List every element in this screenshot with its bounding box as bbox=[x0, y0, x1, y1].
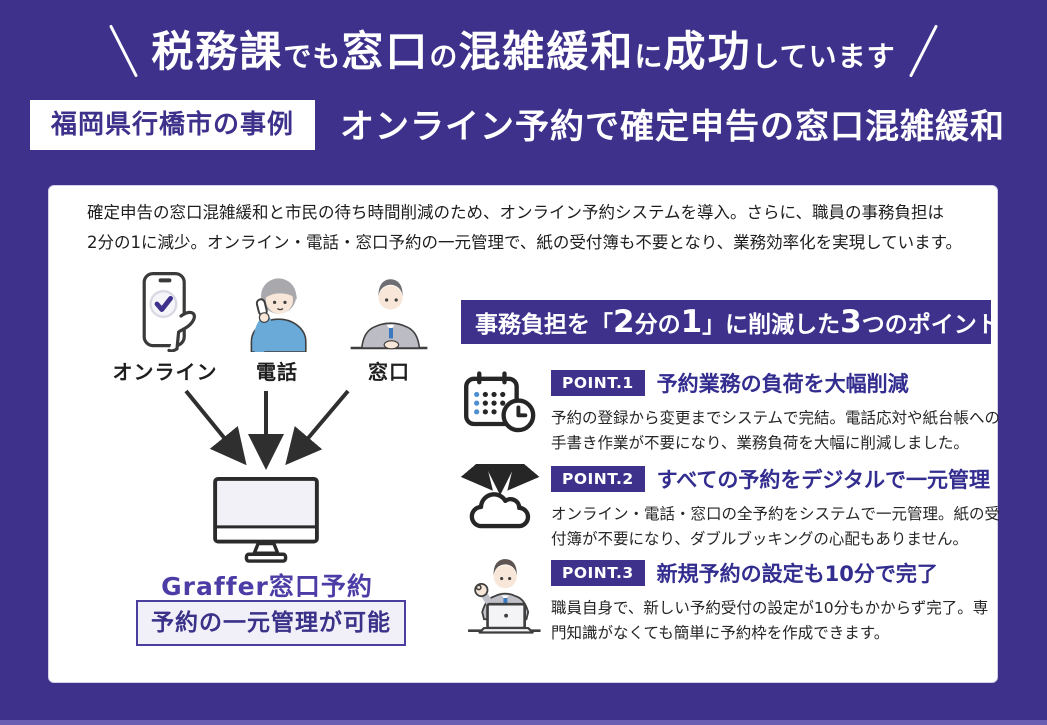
title-segment: 税務課 bbox=[151, 27, 284, 76]
case-badge: 福岡県行橋市の事例 bbox=[30, 100, 315, 150]
monitor-icon bbox=[213, 476, 319, 563]
subtitle: オンライン予約で確定申告の窓口混雑緩和 bbox=[340, 107, 1005, 147]
point-item-3: POINT.3 新規予約の設定も10分で完了 職員自身で、新しい予約受付の設定が… bbox=[461, 558, 1003, 646]
title-segment: 混雑緩和 bbox=[458, 27, 635, 76]
channel-online: オンライン bbox=[109, 272, 221, 385]
point-badge: POINT.3 bbox=[551, 560, 645, 586]
intro-line: 2分の1に減少。オンライン・電話・窓口予約の一元管理で、紙の受付簿も不要となり、… bbox=[87, 233, 963, 252]
point-description: 職員自身で、新しい予約受付の設定が10分もかからず完了。専門知識がなくても簡単に… bbox=[551, 599, 989, 642]
title-segment: 窓口 bbox=[341, 27, 430, 76]
point-icon-wrap bbox=[460, 456, 545, 540]
points-header-segment: 」に削減した bbox=[702, 312, 841, 338]
title-segment: の bbox=[429, 40, 459, 73]
point-title: 新規予約の設定も10分で完了 bbox=[656, 562, 938, 586]
phone-caller-icon bbox=[250, 278, 307, 352]
cloud-collect-icon bbox=[460, 456, 540, 529]
point-item-1: POINT.1 予約業務の負荷を大幅削減 予約の登録から変更までシステムで完結。… bbox=[461, 368, 1003, 456]
bottom-strip bbox=[0, 720, 1047, 725]
point-icon-wrap bbox=[461, 368, 545, 444]
result-box: 予約の一元管理が可能 bbox=[136, 600, 406, 646]
points-header-segment: 分の bbox=[634, 312, 681, 338]
reservation-channels: オンライン 電話 bbox=[109, 272, 445, 385]
point-body: POINT.2 すべての予約をデジタルで一元管理 オンライン・電話・窓口の全予約… bbox=[551, 464, 1003, 552]
right-slash-mark bbox=[908, 24, 938, 78]
point-title: すべての予約をデジタルで一元管理 bbox=[656, 468, 990, 492]
product-label: Graffer窓口予約 bbox=[161, 572, 373, 601]
intro-line: 確定申告の窓口混雑緩和と市民の待ち時間削減のため、オンライン予約システムを導入。… bbox=[87, 203, 945, 222]
title-segment: しています bbox=[751, 40, 896, 73]
page-title: 税務課でも窓口の混雑緩和に成功しています bbox=[0, 18, 1047, 80]
point-body: POINT.1 予約業務の負荷を大幅削減 予約の登録から変更までシステムで完結。… bbox=[551, 368, 1003, 456]
left-slash-mark bbox=[109, 24, 139, 78]
point-item-2: POINT.2 すべての予約をデジタルで一元管理 オンライン・電話・窓口の全予約… bbox=[460, 456, 1003, 552]
title-segment: でも bbox=[283, 40, 342, 73]
channel-phone: 電話 bbox=[221, 272, 333, 385]
points-header-segment: 事務負担を「 bbox=[475, 312, 613, 338]
point-description: オンライン・電話・窓口の全予約をシステムで一元管理。紙の受付簿が不要になり、ダブ… bbox=[551, 505, 1001, 548]
points-header-segment: 2 bbox=[613, 303, 635, 340]
calendar-clock-icon bbox=[464, 371, 536, 433]
point-description: 予約の登録から変更までシステムで完結。電話応対や紙台帳への手書き作業が不要になり… bbox=[551, 409, 1001, 452]
content-card: 確定申告の窓口混雑緩和と市民の待ち時間削減のため、オンライン予約システムを導入。… bbox=[48, 185, 1000, 684]
channel-counter: 窓口 bbox=[333, 272, 445, 385]
channel-label: 電話 bbox=[256, 360, 298, 384]
point-body: POINT.3 新規予約の設定も10分で完了 職員自身で、新しい予約受付の設定が… bbox=[551, 558, 1003, 646]
channel-label: オンライン bbox=[112, 360, 218, 384]
title-segment: 成功 bbox=[663, 27, 752, 76]
points-header-segment: 1 bbox=[680, 303, 703, 340]
point-badge: POINT.1 bbox=[551, 370, 645, 396]
counter-staff-icon bbox=[350, 279, 428, 350]
point-badge: POINT.2 bbox=[551, 466, 645, 492]
title-segment: に bbox=[634, 40, 664, 73]
smartphone-check-icon bbox=[142, 272, 196, 352]
channel-label: 窓口 bbox=[368, 360, 410, 384]
points-header-segment: つのポイント bbox=[861, 312, 1000, 338]
intro-paragraph: 確定申告の窓口混雑緩和と市民の待ち時間削減のため、オンライン予約システムを導入。… bbox=[87, 198, 977, 258]
points-header-segment: 3 bbox=[840, 303, 862, 340]
staff-setup-icon bbox=[468, 559, 541, 634]
converge-arrows-icon bbox=[184, 389, 350, 470]
point-title: 予約業務の負荷を大幅削減 bbox=[656, 372, 909, 396]
point-icon-wrap bbox=[461, 558, 545, 642]
